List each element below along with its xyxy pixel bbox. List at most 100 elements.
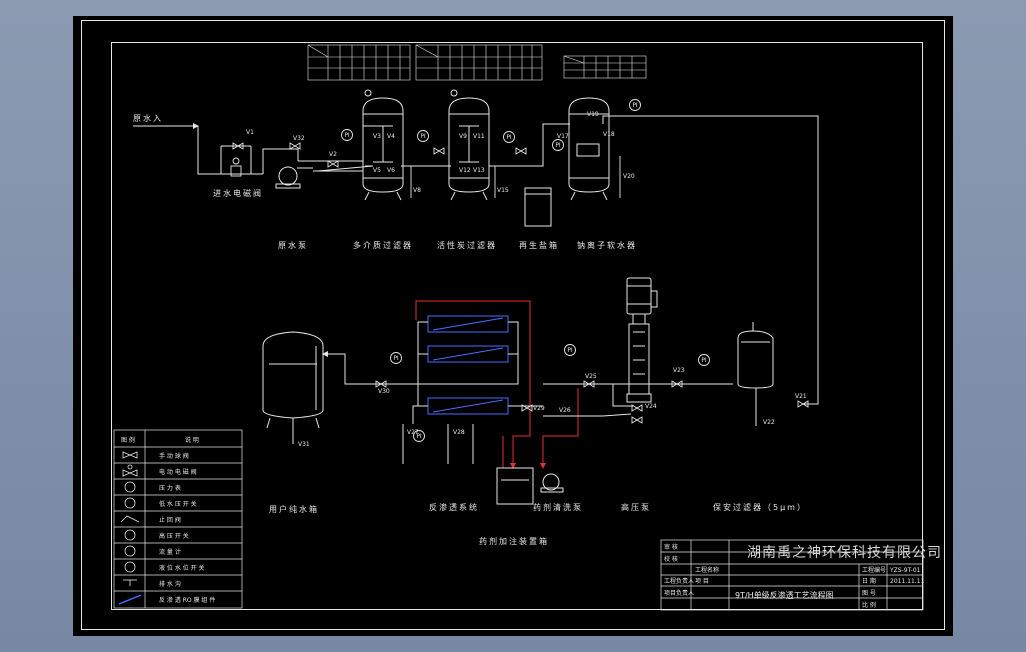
- title-block: 湖南禹之神环保科技有限公司 审 核 校 核 工程负责人 项目负责人 工程名称 项…: [660, 539, 942, 611]
- label-regen-tank: 再生盐箱: [519, 240, 559, 250]
- check-valve-icon: [120, 515, 140, 523]
- tag-v19: V19: [587, 111, 599, 118]
- tag-v18: V18: [603, 131, 615, 138]
- tb-field-label-3: 日 期: [862, 577, 876, 585]
- tag-v21: V21: [795, 393, 807, 400]
- tag-v13: V13: [473, 167, 485, 174]
- tb-field-label-4: 图 号: [862, 590, 876, 597]
- user-pure-water-tank: [262, 331, 324, 444]
- tag-v2: V2: [329, 151, 337, 158]
- inlet-solenoid-valve: [230, 157, 242, 177]
- tb-row-label-0: 审 核: [664, 543, 678, 551]
- raw-water-pump: [275, 166, 313, 189]
- inner-frame: [111, 42, 923, 610]
- legend-row-0: 手 动 球 阀: [159, 452, 189, 460]
- valve-table-2: [415, 44, 543, 81]
- tag-v23: V23: [673, 367, 685, 374]
- label-user-tank: 用户纯水箱: [269, 504, 319, 514]
- company-name: 湖南禹之神环保科技有限公司: [747, 545, 942, 561]
- tag-v17: V17: [557, 133, 569, 140]
- manual-valve-icon: [122, 451, 138, 459]
- legend-row-1: 电 动 电 磁 阀: [159, 468, 197, 476]
- level-switch-icon: [124, 561, 136, 573]
- tag-v8: V8: [413, 187, 421, 194]
- regen-salt-tank: [524, 187, 552, 227]
- solenoid-valve-icon: [122, 464, 138, 477]
- drawing-date: 2011.11.11: [890, 578, 925, 585]
- label-raw-tank: 原水泵: [278, 240, 308, 250]
- label-multimedia-filter: 多介质过滤器: [353, 240, 413, 250]
- tag-v4: V4: [387, 133, 395, 140]
- tag-v9: V9: [459, 133, 467, 140]
- tag-v3: V3: [373, 133, 381, 140]
- process-flow-diagram: PI: [113, 44, 942, 611]
- label-softener: 钠离子软水器: [577, 240, 637, 250]
- ro-membrane-bank: [417, 315, 543, 415]
- pressure-gauge-icon: [124, 481, 136, 493]
- tag-v5: V5: [373, 167, 381, 174]
- label-inlet-valve: 进水电磁阀: [213, 188, 263, 198]
- legend-table: 图 例 说 明 手 动 球 阀 电 动 电 磁 阀 压 力 表 低 水 压 开 …: [113, 429, 243, 609]
- legend-row-8: 排 水 沟: [159, 580, 181, 588]
- high-pressure-pump: [626, 277, 658, 403]
- legend-row-7: 液 位 水 位 开 关: [159, 564, 205, 572]
- legend-row-3: 低 水 压 开 关: [159, 500, 197, 508]
- tb-field-label-1: 项 目: [695, 578, 709, 585]
- label-dosing-unit: 药剂加注装置箱: [479, 536, 549, 546]
- label-ro-unit: 反渗透系统: [429, 502, 479, 512]
- tag-v24: V24: [645, 403, 657, 410]
- tag-v28: V28: [453, 429, 465, 436]
- tag-v27: V27: [407, 429, 419, 436]
- legend-row-4: 止 回 阀: [159, 516, 181, 524]
- label-raw-inlet: 原水入: [133, 113, 163, 123]
- tag-v22: V22: [763, 419, 775, 426]
- drawing-sheet: PI: [73, 16, 953, 636]
- legend-row-6: 流 量 计: [159, 548, 181, 556]
- tag-v6: V6: [387, 167, 395, 174]
- carbon-filter-vessel: [448, 89, 490, 201]
- valve-table-3: [563, 55, 647, 79]
- tag-v32: V32: [293, 135, 305, 142]
- tag-v26: V26: [559, 407, 571, 414]
- tag-v25: V25: [585, 373, 597, 380]
- legend-header-symbol: 图 例: [121, 436, 135, 444]
- drawing-number: YZS-9T-01: [889, 567, 921, 574]
- multimedia-filter-vessel: [362, 89, 404, 201]
- label-cleaning-pump: 药剂清洗泵: [533, 502, 583, 512]
- legend-row-2: 压 力 表: [159, 484, 181, 492]
- label-carbon-filter: 活性炭过滤器: [437, 240, 497, 250]
- tb-field-label-0: 工程名称: [695, 566, 719, 574]
- pretreatment-line: [133, 115, 819, 405]
- security-filter: [737, 322, 774, 426]
- tb-row-label-2: 工程负责人: [664, 577, 694, 585]
- softener-vessel: [568, 97, 610, 201]
- tag-v29: V29: [533, 405, 545, 412]
- valve-table-1: [307, 44, 411, 81]
- dosing-tank: [496, 467, 534, 505]
- flowmeter-icon: [124, 545, 136, 557]
- drawing-title: 9T/H单级反渗透工艺流程图: [735, 590, 834, 600]
- label-hp-pump: 高压泵: [621, 502, 651, 512]
- high-pressure-switch-icon: [124, 529, 136, 541]
- legend-row-5: 高 压 开 关: [159, 532, 189, 540]
- drain-lines: [410, 156, 621, 198]
- tb-field-label-2: 工程编号: [862, 566, 886, 574]
- tag-v20: V20: [623, 173, 635, 180]
- tag-v30: V30: [378, 388, 390, 395]
- outer-frame: [81, 20, 945, 630]
- tb-row-label-3: 项目负责人: [664, 589, 694, 597]
- tag-v11: V11: [473, 133, 485, 140]
- tag-v1: V1: [246, 129, 254, 136]
- tb-row-label-1: 校 核: [664, 555, 678, 563]
- cleaning-pump: [540, 473, 564, 493]
- tb-field-label-5: 比 例: [862, 601, 876, 609]
- tag-v31: V31: [298, 441, 310, 448]
- label-security-filter: 保安过滤器（5μm）: [713, 502, 807, 512]
- drain-icon: [123, 579, 137, 586]
- legend-header-desc: 说 明: [185, 436, 199, 444]
- ro-membrane-icon: [118, 594, 142, 605]
- legend-row-9: 反 渗 透 RO 膜 组 件: [159, 596, 215, 604]
- tag-v12: V12: [459, 167, 471, 174]
- low-pressure-switch-icon: [124, 497, 136, 509]
- cleaning-loop: [415, 300, 579, 469]
